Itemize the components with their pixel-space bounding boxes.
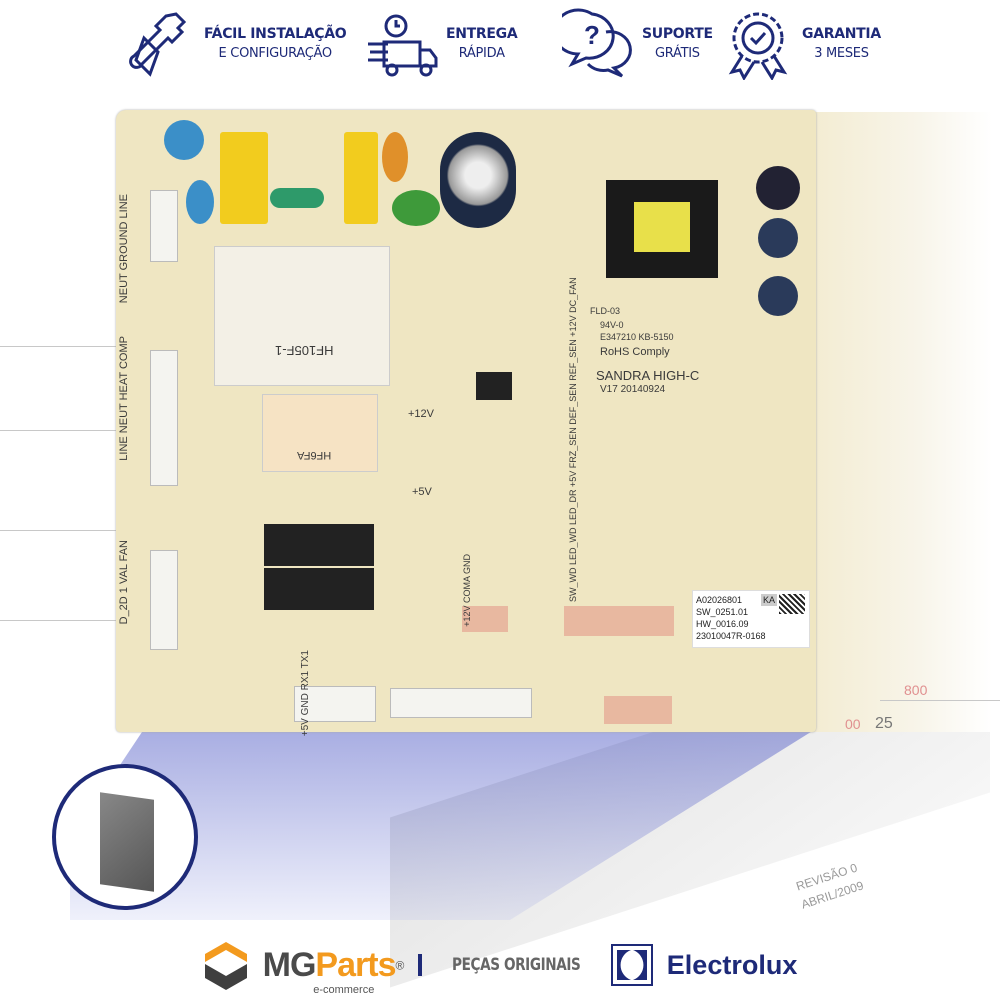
sticker-line: HW_0016.09 xyxy=(696,619,749,629)
electrolytic-capacitor xyxy=(440,132,516,228)
logo-parts: Parts xyxy=(315,945,396,984)
p1-label: NEUT GROUND LINE xyxy=(118,194,130,304)
qr-code-icon xyxy=(779,594,805,614)
serial-sticker: A02026801 SW_0251.01 HW_0016.09 23010047… xyxy=(692,590,810,648)
badge-subtitle: RÁPIDA xyxy=(458,46,505,61)
connector-p7 xyxy=(294,686,376,722)
ecommerce-label: e-commerce xyxy=(313,983,375,996)
relay-black xyxy=(264,524,374,566)
p12-label: LINE NEUT HEAT COMP xyxy=(118,336,130,461)
connector-p15 xyxy=(390,688,532,718)
mgparts-logo: MGParts xyxy=(262,945,397,984)
connector-p11 xyxy=(150,550,178,650)
transformer xyxy=(606,180,718,278)
badge-installation: FÁCIL INSTALAÇÃO E CONFIGURAÇÃO xyxy=(124,6,347,82)
v12-label: +12V xyxy=(408,408,434,420)
p11-label: D_2D 1 VAL FAN xyxy=(118,540,130,625)
p8-label: +12V COMA GND xyxy=(462,554,472,627)
inductor xyxy=(270,188,324,208)
wrench-hand-icon xyxy=(129,12,187,77)
capacitor-yellow xyxy=(220,132,268,224)
badge-title: GARANTIA xyxy=(802,26,881,42)
badge-subtitle: E CONFIGURAÇÃO xyxy=(218,46,333,61)
relay-black xyxy=(264,568,374,610)
drawing-dim-800: 800 xyxy=(904,682,928,698)
delivery-truck-icon xyxy=(368,14,438,77)
brand-label: SANDRA HIGH-C xyxy=(596,368,700,383)
capacitor-green xyxy=(392,190,440,226)
award-ribbon-icon xyxy=(728,12,788,80)
mgparts-logo-icon xyxy=(204,942,247,990)
badge-warranty: GARANTIA 3 MESES xyxy=(722,6,881,82)
grade-label: 94V-0 xyxy=(600,320,624,330)
connector-p12 xyxy=(150,350,178,486)
board-edge xyxy=(812,112,992,732)
badge-title: ENTREGA xyxy=(446,26,518,42)
connector-p20 xyxy=(604,696,672,724)
connector-p1 xyxy=(150,190,178,262)
v5-label: +5V xyxy=(412,486,432,498)
capacitor-orange xyxy=(382,132,408,182)
electrolux-logo: Electrolux xyxy=(666,949,798,980)
relay2-label: HF6FA xyxy=(297,449,332,461)
footer-logos: MGParts® e-commerce PEÇAS ORIGINAIS Elec… xyxy=(0,930,1000,1000)
connector-p10 xyxy=(564,606,674,636)
part-cover-image xyxy=(100,792,154,892)
original-parts-label: PEÇAS ORIGINAIS xyxy=(452,955,581,975)
badge-title: SUPORTE xyxy=(642,26,713,42)
electrolytic-capacitor xyxy=(758,218,798,258)
electrolytic-capacitor xyxy=(758,276,798,316)
rohs-label: RoHS Comply xyxy=(600,346,670,358)
capacitor-blue xyxy=(164,120,204,160)
chat-question-icon: ? xyxy=(562,8,632,78)
connector-p8 xyxy=(462,606,508,632)
logo-mg: MG xyxy=(262,945,317,984)
footer-divider xyxy=(418,954,423,976)
svg-text:?: ? xyxy=(584,20,600,50)
sticker-line: SW_0251.01 xyxy=(696,607,749,617)
sticker-line: A02026801 xyxy=(696,595,743,605)
p10-label: SW_WD LED_WD LED_DR +5V FRZ_SEN DEF_SEN … xyxy=(568,277,578,602)
badge-subtitle: 3 MESES xyxy=(814,46,869,61)
registered-mark: ® xyxy=(395,958,405,973)
capacitor-blue xyxy=(186,180,214,224)
badge-title: FÁCIL INSTALAÇÃO xyxy=(204,26,347,42)
capacitor-yellow xyxy=(344,132,378,224)
badge-subtitle: GRÁTIS xyxy=(655,46,700,61)
relay-secondary: HF6FA xyxy=(262,394,378,472)
header-p9 xyxy=(476,372,512,400)
drawing-dim-line xyxy=(880,700,1000,701)
drawing-dim-25: 25 xyxy=(875,715,893,732)
electrolux-logo-icon xyxy=(610,944,653,986)
sticker-line: 23010047R-0168 xyxy=(696,631,766,641)
electrolytic-capacitor xyxy=(756,166,800,210)
relay-label: HF105F-1 xyxy=(275,343,334,358)
drawing-dim-00: 00 xyxy=(845,716,861,732)
p7-label: +5V GND RX1 TX1 xyxy=(300,650,311,737)
sticker-tag: KA xyxy=(761,594,778,606)
fld-label: FLD-03 xyxy=(590,306,621,316)
part-detail-inset xyxy=(52,764,198,910)
version-label: V17 20140924 xyxy=(600,384,666,395)
relay-main: HF105F-1 xyxy=(214,246,390,386)
badge-support: ? SUPORTE GRÁTIS xyxy=(562,6,713,82)
badge-delivery: ENTREGA RÁPIDA xyxy=(366,6,518,82)
cert-label: E347210 KB-5150 xyxy=(600,332,674,342)
